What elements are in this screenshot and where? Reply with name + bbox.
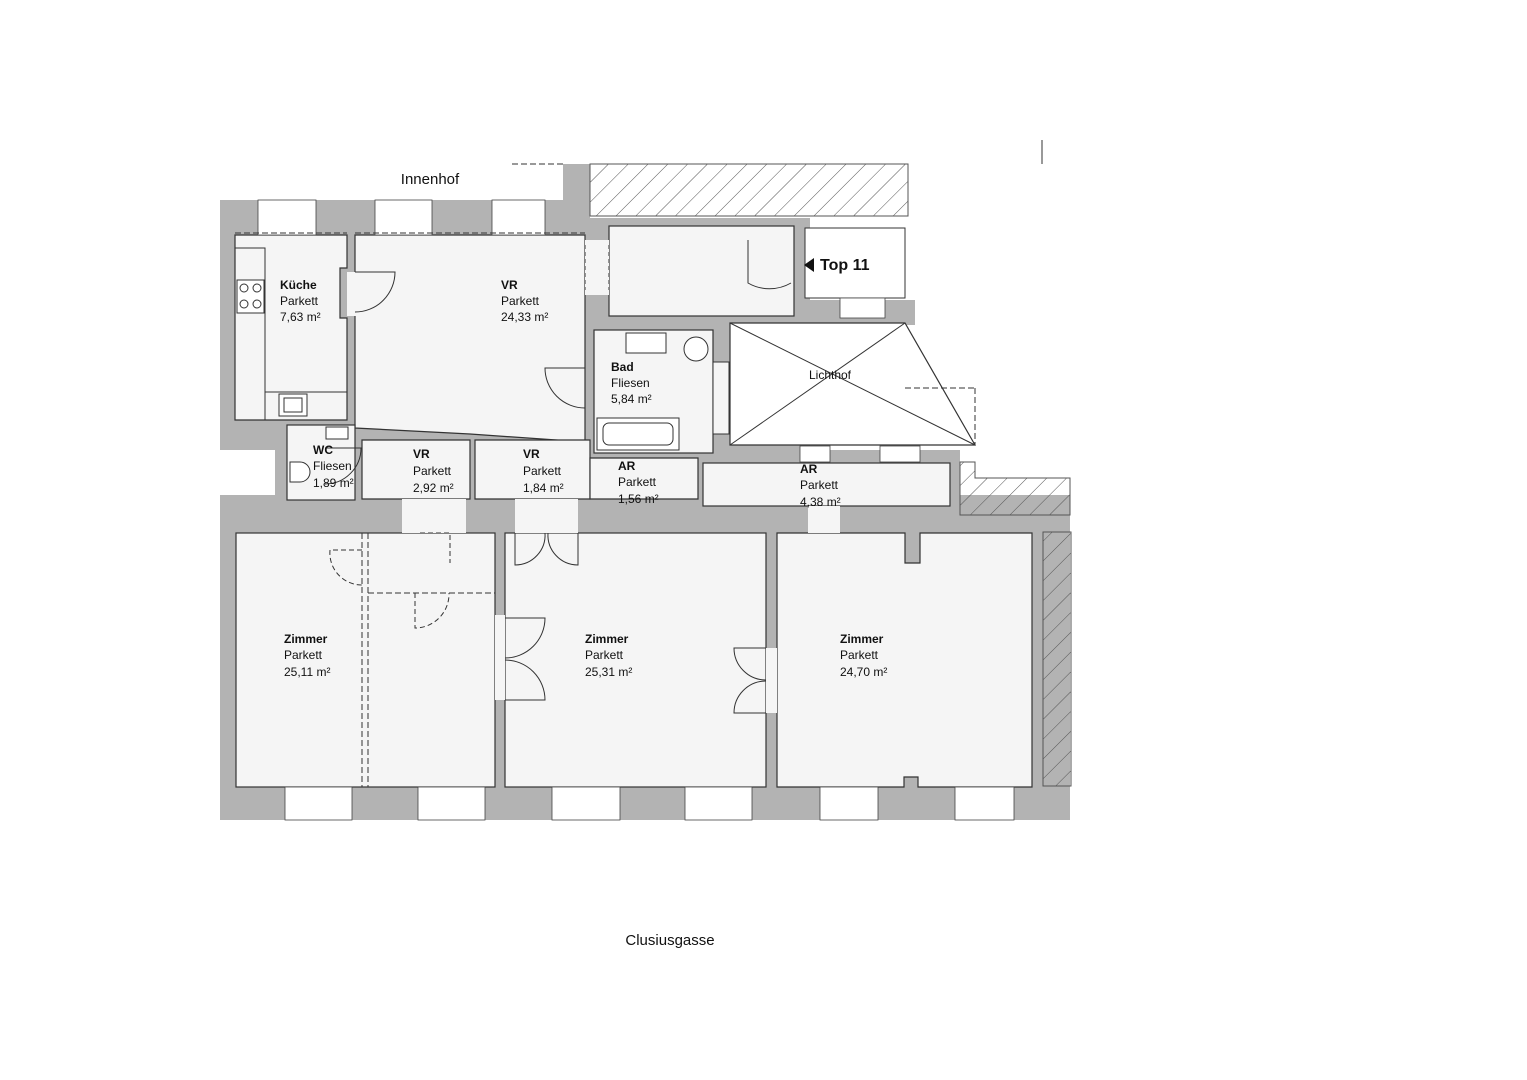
lightwell	[729, 322, 977, 446]
room-area: 1,56 m²	[618, 492, 659, 506]
room-floor: Fliesen	[611, 376, 650, 390]
street-label: Clusiusgasse	[625, 932, 714, 949]
fixtures	[234, 247, 730, 483]
room-zimmer-3	[776, 532, 1033, 788]
room-floor: Parkett	[523, 464, 562, 478]
room-name: VR	[413, 447, 430, 461]
room-label-ar-2: AR Parkett 4,38 m²	[800, 462, 841, 509]
room-floor: Parkett	[800, 478, 839, 492]
room-zimmer-2	[504, 532, 767, 788]
top11-label: Top 11	[820, 257, 870, 274]
room-label-zimmer-2: Zimmer Parkett 25,31 m²	[585, 632, 632, 679]
room-area: 2,92 m²	[413, 481, 454, 495]
room-area: 4,38 m²	[800, 495, 841, 509]
washer-icon	[683, 336, 709, 362]
room-floor: Parkett	[501, 294, 540, 308]
room-label-bad: Bad Fliesen 5,84 m²	[611, 360, 652, 406]
room-vr-main	[354, 234, 586, 443]
room-name: AR	[618, 459, 636, 473]
room-name: Zimmer	[284, 632, 328, 646]
doors	[235, 140, 1043, 787]
lightwell-label: Lichthof	[809, 368, 852, 382]
courtyard-label: Innenhof	[401, 171, 460, 188]
windows	[257, 199, 1015, 821]
room-label-zimmer-1: Zimmer Parkett 25,11 m²	[284, 632, 330, 679]
room-floor: Parkett	[280, 294, 319, 308]
room-label-kueche: Küche Parkett 7,63 m²	[280, 278, 321, 324]
room-floor: Parkett	[585, 648, 624, 662]
room-area: 7,63 m²	[280, 310, 321, 324]
wc-sink-icon	[325, 426, 349, 440]
room-label-vr-2: VR Parkett 2,92 m²	[413, 447, 454, 495]
room-top11-hall	[608, 225, 795, 317]
room-name: WC	[313, 443, 333, 457]
room-zimmer-1	[235, 532, 496, 788]
room-floor: Parkett	[284, 648, 323, 662]
room-floor: Parkett	[618, 475, 657, 489]
top11-arrow-icon	[804, 258, 814, 272]
room-name: VR	[523, 447, 540, 461]
neighbour-hatching	[589, 163, 1072, 787]
room-ar-2	[702, 462, 951, 507]
toilet-icon	[289, 461, 311, 483]
room-floor: Fliesen	[313, 459, 352, 473]
room-label-vr-main: VR Parkett 24,33 m²	[501, 278, 548, 324]
room-floor: Parkett	[840, 648, 879, 662]
room-label-ar-1: AR Parkett 1,56 m²	[618, 459, 659, 506]
room-label-wc: WC Fliesen 1,89 m²	[313, 443, 354, 490]
room-ar-1	[589, 457, 699, 500]
room-area: 5,84 m²	[611, 392, 652, 406]
room-label-vr-3: VR Parkett 1,84 m²	[523, 447, 564, 495]
room-name: AR	[800, 462, 818, 476]
room-area: 1,89 m²	[313, 476, 354, 490]
room-label-zimmer-3: Zimmer Parkett 24,70 m²	[840, 632, 887, 679]
room-area: 25,31 m²	[585, 665, 632, 679]
room-area: 24,33 m²	[501, 310, 548, 324]
room-area: 1,84 m²	[523, 481, 564, 495]
room-area: 25,11 m²	[284, 665, 330, 679]
bad-sink-icon	[625, 332, 667, 354]
room-name: Küche	[280, 278, 317, 292]
room-vr-2	[361, 439, 471, 500]
room-name: Zimmer	[840, 632, 884, 646]
room-area: 24,70 m²	[840, 665, 887, 679]
room-name: Zimmer	[585, 632, 629, 646]
rooms	[234, 225, 1033, 788]
room-floor: Parkett	[413, 464, 452, 478]
room-name: Bad	[611, 360, 634, 374]
room-name: VR	[501, 278, 518, 292]
top11-box	[804, 227, 906, 299]
